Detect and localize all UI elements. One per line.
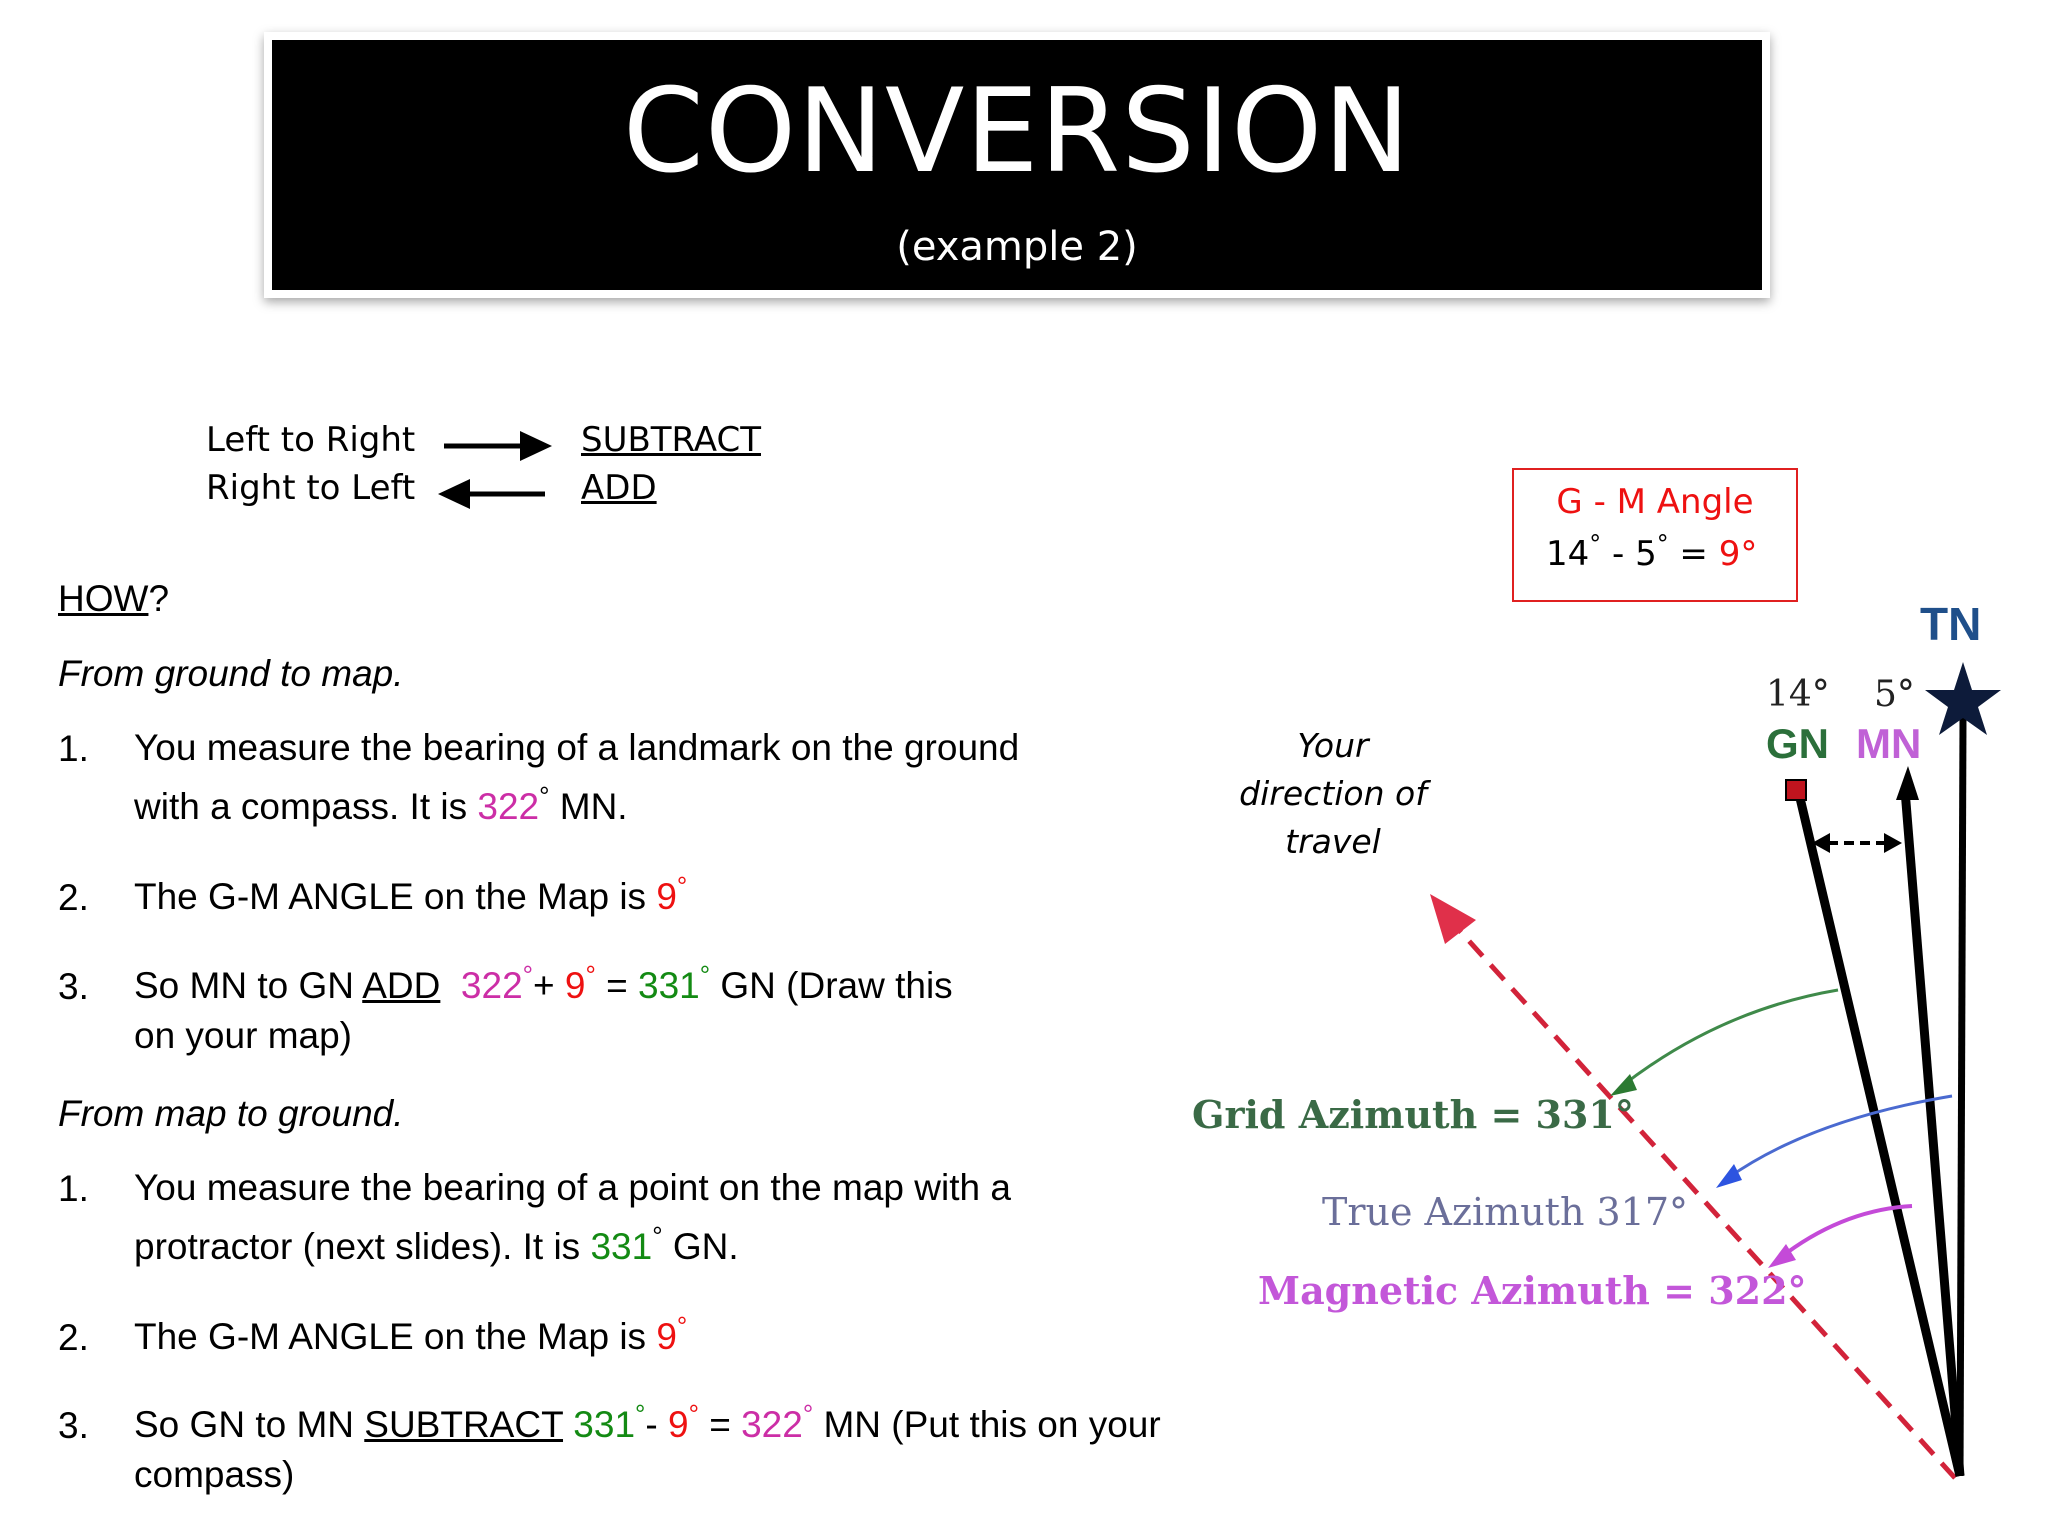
gm-angle-title: G - M Angle bbox=[1556, 482, 1754, 522]
arrow-left-icon bbox=[438, 479, 545, 509]
m2g-step2-number: 2. bbox=[58, 1317, 89, 1358]
gn-label: GN bbox=[1766, 720, 1829, 767]
g2m-step2-text: The G-M ANGLE on the Map is 9° bbox=[134, 872, 688, 917]
slide-title: CONVERSION bbox=[622, 64, 1412, 199]
rule-subtract: SUBTRACT bbox=[581, 420, 761, 460]
travel-arrowhead bbox=[1430, 894, 1476, 944]
gm-angle-box: G - M Angle 14° - 5° = 9° bbox=[1512, 468, 1798, 602]
slide-subtitle: (example 2) bbox=[896, 224, 1138, 270]
gn-marker bbox=[1785, 779, 1807, 801]
mn-label: MN bbox=[1856, 720, 1921, 767]
gm-angle-result: 9° bbox=[1718, 534, 1758, 574]
m2g-step3-line2: compass) bbox=[134, 1454, 295, 1495]
ground-to-map-heading: From ground to map. bbox=[58, 653, 404, 694]
tn-line bbox=[1956, 717, 1967, 1477]
map-to-ground-heading: From map to ground. bbox=[58, 1093, 404, 1134]
true-azimuth-arrow bbox=[1727, 1094, 1953, 1180]
g2m-step3-number: 3. bbox=[58, 966, 89, 1007]
title-banner: CONVERSION (example 2) bbox=[272, 40, 1762, 290]
mn-arrowhead bbox=[1896, 766, 1919, 800]
rule-left-to-right: Left to Right bbox=[206, 420, 416, 460]
tn-label: TN bbox=[1920, 598, 1981, 650]
g2m-step2-number: 2. bbox=[58, 877, 89, 918]
mn-angle-label: 5° bbox=[1874, 674, 1915, 715]
travel-line bbox=[1448, 918, 1957, 1480]
gm-angle-formula: 14° - 5° = 9° bbox=[1546, 529, 1758, 574]
gn-line bbox=[1795, 796, 1965, 1478]
m2g-step1-line1: You measure the bearing of a point on th… bbox=[134, 1167, 1011, 1208]
grid-azimuth-label: Grid Azimuth = 331° bbox=[1192, 1092, 1634, 1137]
gn-angle-label: 14° bbox=[1766, 674, 1830, 715]
rule-add: ADD bbox=[581, 468, 657, 508]
arrow-right-icon bbox=[444, 431, 552, 461]
m2g-step1-line2: protractor (next slides). It is 331° GN. bbox=[134, 1222, 739, 1267]
m2g-step2-text: The G-M ANGLE on the Map is 9° bbox=[134, 1312, 688, 1357]
g2m-step1-line1: You measure the bearing of a landmark on… bbox=[134, 727, 1020, 768]
true-azimuth-label: True Azimuth 317° bbox=[1322, 1190, 1689, 1234]
g2m-step3-line2: on your map) bbox=[134, 1015, 352, 1056]
rule-right-to-left: Right to Left bbox=[206, 468, 416, 508]
m2g-step3-number: 3. bbox=[58, 1405, 89, 1446]
g2m-step1-line2: with a compass. It is 322° MN. bbox=[134, 782, 628, 827]
m2g-step3-line1: So GN to MN SUBTRACT 331°- 9° = 322° MN … bbox=[134, 1400, 1161, 1445]
mn-line bbox=[1900, 789, 1965, 1477]
magnetic-azimuth-arrow bbox=[1778, 1204, 1913, 1260]
g2m-step1-number: 1. bbox=[58, 728, 89, 769]
magnetic-azimuth-label: Magnetic Azimuth = 322° bbox=[1258, 1268, 1807, 1313]
g2m-step3-line1: So MN to GN ADD 322°+ 9° = 331° GN (Draw… bbox=[134, 961, 953, 1006]
grid-azimuth-arrow bbox=[1621, 988, 1839, 1088]
m2g-step1-number: 1. bbox=[58, 1168, 89, 1209]
travel-direction-label: Your direction of travel bbox=[1239, 726, 1427, 861]
tn-star-icon bbox=[1925, 662, 2001, 735]
how-heading: HOW? bbox=[58, 578, 170, 619]
